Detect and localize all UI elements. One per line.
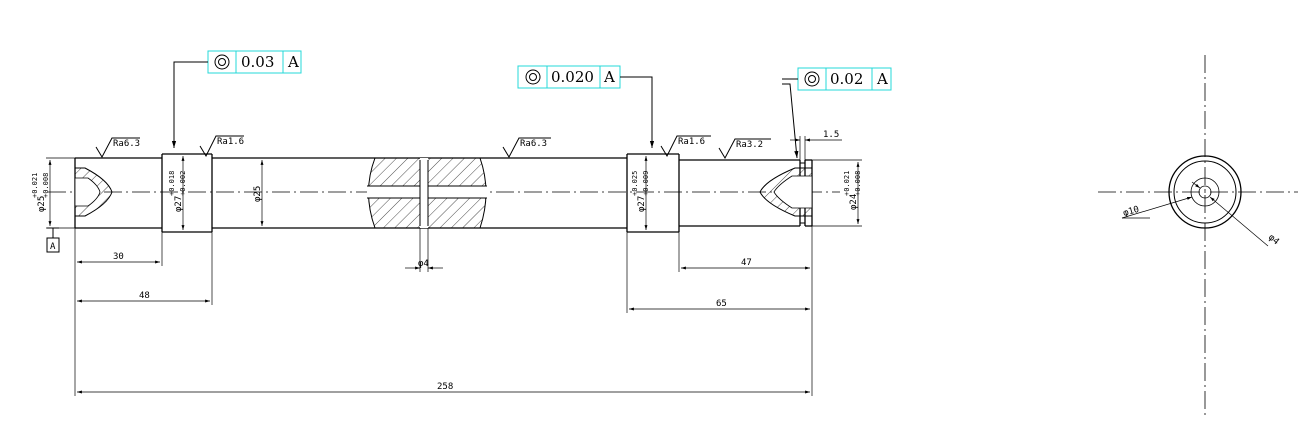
dim-right-journal-diameter: φ27 +0.025 +0.009: [631, 156, 650, 230]
svg-text:+0.008: +0.008: [854, 171, 862, 196]
svg-text:47: 47: [741, 258, 752, 268]
svg-text:+0.021: +0.021: [31, 173, 39, 198]
roughness-left-journal: Ra1.6: [199, 135, 244, 158]
roughness-shaft: Ra6.3: [502, 137, 551, 159]
svg-text:30: 30: [113, 252, 124, 262]
svg-text:φ27: φ27: [174, 196, 184, 212]
svg-text:+0.021: +0.021: [843, 171, 851, 196]
dim-right-end-diameter: φ24 +0.021 +0.008: [812, 159, 862, 227]
roughness-left-end: Ra6.3: [95, 137, 140, 159]
end-view: φ10 φ4: [1098, 55, 1298, 415]
dim-length-258: 258: [77, 226, 813, 396]
dim-groove-1-5: 1.5: [790, 130, 842, 160]
left-center-hole: [74, 167, 113, 217]
svg-text:+0.009: +0.009: [642, 171, 650, 196]
svg-text:φ24: φ24: [849, 194, 859, 210]
datum-a: A: [46, 227, 60, 253]
dim-length-47: 47: [678, 232, 810, 272]
section-hatch: [367, 157, 487, 229]
svg-text:φ27: φ27: [637, 196, 647, 212]
svg-text:Ra3.2: Ra3.2: [736, 140, 763, 150]
dim-length-48: 48: [77, 232, 213, 305]
dim-left-end-diameter: φ25 +0.021 +0.008: [31, 157, 75, 229]
feature-frame-right: 0.02 A: [782, 67, 892, 159]
svg-text:φ25: φ25: [253, 186, 263, 202]
svg-text:+0.008: +0.008: [42, 173, 50, 198]
dim-left-journal-diameter: φ27 +0.018 +0.002: [168, 156, 187, 230]
svg-text:0.020: 0.020: [551, 68, 594, 86]
svg-text:0.02: 0.02: [830, 70, 863, 88]
svg-text:Ra1.6: Ra1.6: [678, 137, 705, 147]
svg-text:65: 65: [716, 299, 727, 309]
dim-shaft-diameter: φ25: [253, 160, 264, 226]
svg-text:φ25: φ25: [37, 196, 47, 212]
svg-text:48: 48: [139, 291, 150, 301]
svg-text:Ra6.3: Ra6.3: [520, 139, 547, 149]
dim-hole-diameter: φ4: [405, 228, 443, 272]
svg-text:A: A: [603, 68, 615, 86]
roughness-right-journal: Ra1.6: [660, 135, 711, 158]
svg-text:Ra1.6: Ra1.6: [217, 137, 244, 147]
svg-text:Ra6.3: Ra6.3: [113, 139, 140, 149]
svg-text:0.03: 0.03: [241, 53, 274, 71]
dim-length-65: 65: [626, 232, 810, 313]
roughness-right-shoulder: Ra3.2: [718, 138, 771, 160]
svg-text:A: A: [50, 242, 56, 252]
svg-text:+0.002: +0.002: [179, 171, 187, 196]
svg-text:φ4: φ4: [418, 259, 429, 269]
svg-text:+0.025: +0.025: [631, 171, 639, 196]
right-center-hole: [759, 167, 813, 217]
svg-text:258: 258: [437, 382, 453, 392]
svg-text:A: A: [287, 53, 299, 71]
dim-length-30: 30: [74, 228, 163, 396]
svg-text:+0.018: +0.018: [168, 171, 176, 196]
svg-text:1.5: 1.5: [823, 130, 839, 140]
feature-frame-middle: 0.020 A: [517, 65, 655, 148]
svg-text:A: A: [876, 70, 888, 88]
svg-text:φ4: φ4: [1266, 233, 1281, 248]
svg-text:φ10: φ10: [1122, 205, 1140, 219]
feature-frame-left: 0.03 A: [171, 50, 302, 148]
